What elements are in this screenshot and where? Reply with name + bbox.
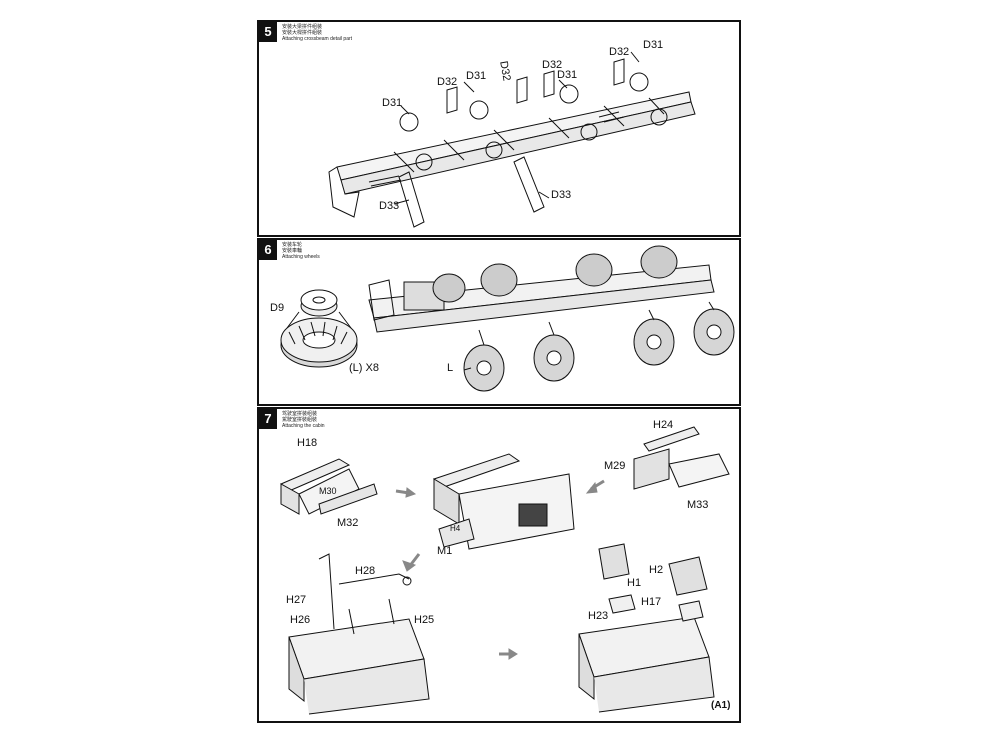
step-number: 5	[259, 22, 277, 42]
part-label: H25	[414, 614, 435, 626]
part-label: D32	[437, 76, 458, 88]
part-label: D31	[557, 69, 578, 81]
part-label: H23	[588, 610, 609, 622]
part-label: D32	[609, 46, 630, 58]
part-label: H24	[653, 419, 674, 431]
part-label: D31	[466, 70, 487, 82]
part-label: M30	[319, 486, 337, 496]
caption-line: 駕駛室拼裝組裝	[282, 417, 318, 423]
part-label: M33	[687, 499, 709, 511]
step-7-panel: 7 驾驶室拼装组装 駕駛室拼裝組裝 Attaching the cabin	[257, 407, 741, 723]
caption-line: 安裝車輪	[282, 248, 303, 254]
page-marker: (A1)	[711, 700, 731, 711]
part-label: D33	[551, 189, 572, 201]
part-label: M29	[604, 460, 626, 472]
step-caption: 安装车轮 安裝車輪 Attaching wheels	[282, 242, 320, 260]
cabin-drawing	[280, 426, 730, 715]
step-number: 6	[259, 240, 277, 260]
step-number: 7	[259, 409, 277, 429]
part-label: H28	[355, 565, 376, 577]
part-label: D31	[643, 39, 664, 51]
part-label: H26	[290, 614, 311, 626]
part-label: M1	[437, 545, 453, 557]
part-label: D32	[542, 59, 563, 71]
part-label: H18	[297, 437, 318, 449]
caption-line: 安装车轮	[282, 242, 303, 248]
part-label: D33	[379, 200, 400, 212]
part-label: D9	[270, 302, 285, 314]
part-label: H1	[627, 577, 642, 589]
wheels-drawing	[280, 245, 735, 392]
caption-line: Attaching crossbeam detail part	[282, 36, 353, 42]
part-label: D31	[382, 97, 403, 109]
caption-line: Attaching the cabin	[282, 423, 325, 429]
step-6-panel: 6 安装车轮 安裝車輪 Attaching wheels	[257, 238, 741, 406]
caption-line: 安裝大樑拼件組裝	[282, 30, 323, 36]
step-caption: 安装大梁拼件组装 安裝大樑拼件組裝 Attaching crossbeam de…	[282, 24, 352, 42]
step-caption: 驾驶室拼装组装 駕駛室拼裝組裝 Attaching the cabin	[282, 411, 325, 429]
caption-line: 安装大梁拼件组装	[282, 24, 323, 30]
chassis-frame-drawing	[328, 51, 696, 228]
part-label: H2	[649, 564, 664, 576]
step-5-panel: 5 安装大梁拼件组装 安裝大樑拼件組裝 Attaching crossbeam …	[257, 20, 741, 237]
caption-line: Attaching wheels	[282, 254, 320, 260]
part-label: L	[447, 362, 454, 374]
caption-line: 驾驶室拼装组装	[282, 411, 318, 417]
part-label: H27	[286, 594, 307, 606]
part-label: H4	[450, 524, 461, 533]
quantity-label: (L) X8	[349, 362, 379, 374]
part-label: H17	[641, 596, 662, 608]
part-label: M32	[337, 517, 359, 529]
